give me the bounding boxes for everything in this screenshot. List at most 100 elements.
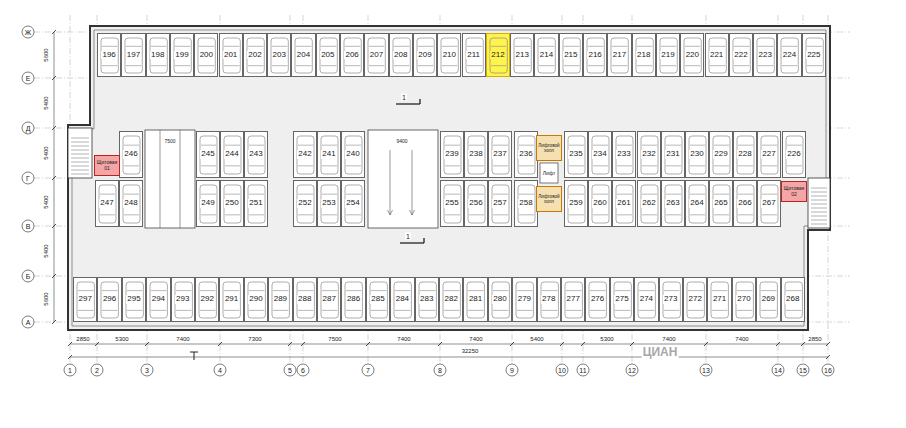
dimension: 5400 [43, 243, 49, 258]
axis-label: 7 [365, 367, 371, 374]
space-number: 212 [490, 51, 505, 60]
dimension-tick [52, 126, 56, 130]
space-number: 252 [297, 199, 312, 208]
parking-space: 205 [316, 33, 340, 77]
axis-bubble [626, 364, 638, 376]
axis-label: Б [25, 273, 32, 280]
dimension: 7400 [468, 336, 483, 342]
parking-space: 223 [753, 33, 777, 77]
dimension: 5400 [43, 145, 49, 160]
axis-bubble [700, 364, 712, 376]
section-line [423, 238, 424, 243]
space-number: 264 [689, 199, 704, 208]
space-number: 291 [224, 295, 239, 304]
space-number: 284 [395, 295, 410, 304]
space-number: 271 [712, 295, 727, 304]
ramp-line [180, 130, 181, 228]
space-number: 233 [616, 150, 631, 159]
parking-space: 278 [537, 277, 561, 322]
elevator-hall: Лифтовой холл [536, 186, 562, 212]
room-name: Лифтовой холл [537, 194, 561, 204]
space-number: 266 [737, 199, 752, 208]
space-number: 254 [345, 199, 360, 208]
axis-label: 8 [437, 367, 443, 374]
parking-space: 200 [194, 33, 218, 77]
stair-step [71, 158, 89, 159]
axis-bubble [141, 364, 153, 376]
parking-space: 212 [486, 33, 510, 77]
building-inner-line [72, 30, 826, 326]
axis-label: Д [25, 125, 32, 132]
dimension-tick [776, 342, 780, 346]
parking-space: 280 [488, 277, 512, 322]
lift-shaft [540, 163, 558, 183]
space-number: 262 [641, 199, 656, 208]
space-number: 259 [568, 199, 583, 208]
dimension-tick [52, 76, 56, 80]
space-number: 247 [99, 199, 114, 208]
axis-bubble [22, 316, 34, 328]
dimension: 2850 [75, 336, 90, 342]
watermark: ЦИАН [642, 346, 679, 358]
space-number: 290 [248, 295, 263, 304]
space-number: 293 [175, 295, 190, 304]
space-number: 215 [563, 51, 578, 60]
parking-space: 290 [244, 277, 268, 322]
ramp-arrow [410, 210, 415, 215]
parking-space: 261 [612, 180, 636, 227]
space-number: 243 [248, 150, 263, 159]
space-number: 258 [518, 199, 533, 208]
electrical-room: Щитовая 01 [94, 155, 120, 176]
stair-step [811, 188, 827, 189]
dimension-tick [581, 342, 585, 346]
section-mark [190, 352, 198, 360]
parking-space: 285 [366, 277, 390, 322]
space-number: 236 [518, 150, 533, 159]
axis-label: В [25, 223, 32, 230]
parking-space: 227 [757, 131, 781, 178]
space-number: 251 [248, 199, 263, 208]
stair-step [811, 200, 827, 201]
stair-step [811, 204, 827, 205]
axis-bubble [556, 364, 568, 376]
parking-space: 264 [685, 180, 709, 227]
space-number: 263 [665, 199, 680, 208]
axis-label: Е [25, 75, 32, 82]
space-number: 249 [200, 199, 215, 208]
parking-space: 228 [733, 131, 757, 178]
space-number: 257 [492, 199, 507, 208]
space-number: 201 [223, 51, 238, 60]
stair-step [811, 212, 827, 213]
ramp-arrow [388, 210, 393, 215]
space-number: 203 [272, 51, 287, 60]
parking-space: 293 [171, 277, 195, 322]
dimension-tick [95, 342, 99, 346]
space-number: 232 [641, 150, 656, 159]
space-number: 277 [566, 295, 581, 304]
parking-space: 273 [659, 277, 683, 322]
space-number: 242 [297, 150, 312, 159]
parking-space: 289 [268, 277, 292, 322]
axis-label: 14 [773, 367, 783, 374]
dimension-tick [438, 342, 442, 346]
stair-step [71, 166, 89, 167]
space-number: 213 [515, 51, 530, 60]
parking-space: 292 [195, 277, 219, 322]
space-number: 225 [806, 51, 821, 60]
parking-space: 206 [340, 33, 364, 77]
axis-bubble [822, 364, 834, 376]
parking-space: 196 [97, 33, 121, 77]
room-label: Лифт [542, 171, 556, 176]
dimension-tick [52, 176, 56, 180]
space-number: 239 [444, 150, 459, 159]
space-number: 287 [322, 295, 337, 304]
parking-space: 199 [170, 33, 194, 77]
dimension: 7400 [175, 336, 190, 342]
stair-step [71, 154, 89, 155]
parking-space: 249 [196, 180, 220, 227]
space-number: 205 [320, 51, 335, 60]
axis-bubble [91, 364, 103, 376]
axis-label: 15 [798, 367, 808, 374]
space-number: 253 [321, 199, 336, 208]
parking-space: 237 [488, 131, 512, 178]
